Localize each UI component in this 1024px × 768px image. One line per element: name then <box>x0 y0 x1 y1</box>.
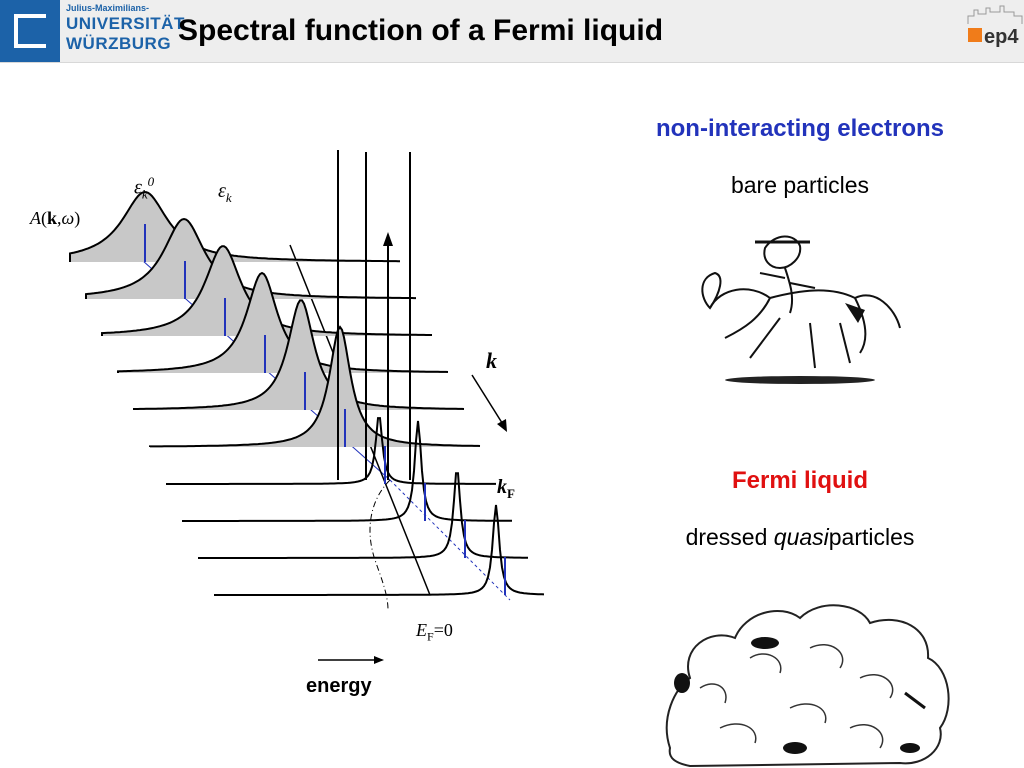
university-name-small: Julius-Maximilians- <box>66 3 150 13</box>
energy-label: energy <box>306 675 372 697</box>
spectral-weight-fill <box>86 219 416 299</box>
dressed-suffix: particles <box>828 524 915 550</box>
dressed-quasiparticles-text: dressed quasiparticles <box>600 524 1000 551</box>
fermi-level-line <box>369 479 391 611</box>
energy-arrow <box>318 656 384 664</box>
spectral-weight-fill <box>70 192 400 262</box>
spectral-weight-fill <box>134 300 464 410</box>
dispersion-line-dashed <box>389 479 511 601</box>
non-interacting-heading: non-interacting electrons <box>655 115 945 142</box>
university-name-line2: WÜRZBURG <box>66 34 172 53</box>
spectral-curve <box>198 472 528 559</box>
EF-label: EF=0 <box>416 620 453 644</box>
ep4-logo-icon <box>968 28 982 42</box>
slide-header: Julius-Maximilians- UNIVERSITÄT WÜRZBURG… <box>0 0 1024 63</box>
quasi-italic: quasi <box>773 524 829 550</box>
university-name-line1: UNIVERSITÄT <box>66 14 185 33</box>
spectral-curve <box>69 191 400 263</box>
epsilon-k0-label: εk0 <box>134 174 155 202</box>
slide-title: Spectral function of a Fermi liquid <box>178 14 664 47</box>
spectral-curve <box>133 299 465 410</box>
vertical-axis-arrow <box>383 232 393 480</box>
spectral-curves <box>69 150 545 601</box>
ep4-label: ep4 <box>984 26 1019 48</box>
dust-cloud-cartoon-icon <box>665 604 950 768</box>
fermi-liquid-heading: Fermi liquid <box>731 467 868 494</box>
university-logo-icon <box>0 0 60 62</box>
spectral-curve <box>85 217 416 300</box>
spectral-curve <box>149 325 481 448</box>
k-label: k <box>486 348 497 373</box>
castle-outline-icon <box>967 5 1023 24</box>
spectral-curve <box>166 417 496 485</box>
bare-particles-text: bare particles <box>730 172 870 198</box>
spectral-function-label: A(k,ω) <box>30 208 81 228</box>
dressed-prefix: dressed <box>685 524 774 550</box>
spectral-curve <box>182 420 512 522</box>
spectral-curve <box>117 271 449 373</box>
spectral-function-diagram <box>69 150 545 664</box>
spectral-curve <box>214 504 545 596</box>
epsilon-k-label: εk <box>218 180 232 205</box>
horse-rider-cartoon-icon <box>701 235 901 384</box>
k-direction-arrow <box>471 374 507 432</box>
kF-label: kF <box>497 476 515 501</box>
spectral-weight-fill <box>118 273 448 373</box>
